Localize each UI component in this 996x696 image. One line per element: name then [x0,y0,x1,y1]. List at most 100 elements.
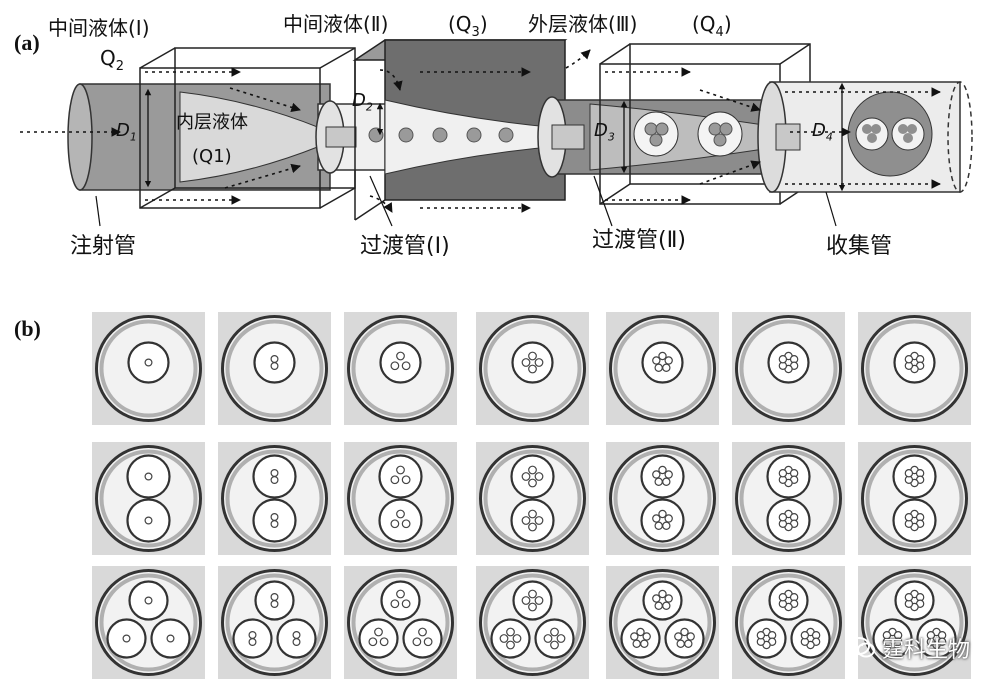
middle-droplet [490,618,531,659]
middle-droplet [790,618,831,659]
inner-core [658,351,667,361]
inner-core [390,599,400,609]
inner-core [292,637,301,646]
middle-droplet [378,498,423,543]
inner-core [800,631,810,640]
inner-core [664,470,673,479]
middle-droplet [379,341,422,384]
inner-core [654,601,663,610]
middle-droplet [620,618,661,659]
outer-shell-shading [613,319,712,418]
middle-droplet [511,341,554,384]
micrograph-tile [344,566,457,679]
inner-core [506,640,515,650]
label-d2: D2 [352,92,373,113]
micrograph-tile [218,566,331,679]
label-q4-main: (Q [692,12,716,36]
inner-core [270,469,279,478]
micrograph-tile [732,312,845,425]
square-box-2 [352,39,568,221]
inner-core [654,363,663,372]
droplet-image [735,315,842,422]
inner-core [144,596,153,605]
inner-core [664,594,673,603]
outer-shell-shading [739,573,838,672]
micrograph-tile [606,312,719,425]
micrograph-tile [732,566,845,679]
collection-tube [757,81,973,193]
inner-core [270,512,279,521]
inner-core [658,589,667,599]
inner-core [270,354,279,363]
inner-core [528,509,537,519]
label-q4: (Q4) [692,14,732,39]
inner-core [684,639,693,648]
middle-droplet [358,618,399,659]
inner-core [248,637,257,646]
droplets-stage-2 [633,111,743,157]
droplet-image [95,315,202,422]
watermark-text: 霆科生物 [881,638,970,663]
label-d4-main: D [812,120,826,141]
middle-droplet [380,580,421,621]
inner-core [412,637,422,647]
outer-shell-shading [351,573,450,672]
inner-core [521,516,531,525]
micrograph-tile [858,312,971,425]
label-d4: D4 [812,122,833,143]
inner-core [640,639,649,648]
panel-label-b: (b) [14,316,41,341]
middle-droplet [640,498,685,543]
inner-core [374,627,383,637]
middle-droplet [510,498,555,543]
outer-shell-shading [351,319,450,418]
outer-shell-shading [613,449,712,548]
inner-core [528,351,537,361]
dimension-arrows [144,82,846,192]
inner-core [521,358,531,367]
inner-core [534,472,544,481]
outer-shell-shading [351,449,450,548]
middle-droplet [768,580,809,621]
inner-core [904,513,914,522]
micrograph-tile [476,566,589,679]
label-outer-fluid-3: 外层液体(Ⅲ) [528,12,638,36]
inner-core [528,589,537,599]
label-q3-sub: 3 [471,25,480,40]
inner-core [680,627,689,637]
outer-shell-shading [739,319,838,418]
inner-core [534,596,544,605]
label-injection-tube: 注射管 [70,234,137,259]
middle-droplet [534,618,575,659]
inner-core [401,475,411,485]
inner-core [652,356,661,365]
label-q3: (Q3) [448,14,488,39]
inner-core [543,634,553,643]
inner-core [396,509,405,519]
micrograph-tile [92,442,205,555]
droplet-image [347,315,454,422]
inner-core [396,589,405,599]
label-q1: (Q1) [192,146,232,167]
flow-arrows [20,49,941,213]
inner-core [499,634,509,643]
panel-label-a: (a) [14,30,40,55]
droplet-image [479,445,586,552]
inner-core [658,509,667,519]
droplet-image [735,569,842,676]
inner-core [379,637,389,647]
micrograph-tile [858,442,971,555]
outer-shell-shading [483,573,582,672]
inner-core [652,470,661,479]
label-d2-sub: 2 [365,100,373,114]
droplet-image [221,315,328,422]
inner-core [642,632,651,641]
inner-core [528,602,537,612]
inner-core [144,472,153,481]
inner-core [756,631,766,640]
inner-core [270,599,279,608]
inner-core [144,516,153,525]
label-q3-close: ) [479,12,488,36]
label-d2-main: D [352,90,366,111]
inner-core [550,627,559,637]
